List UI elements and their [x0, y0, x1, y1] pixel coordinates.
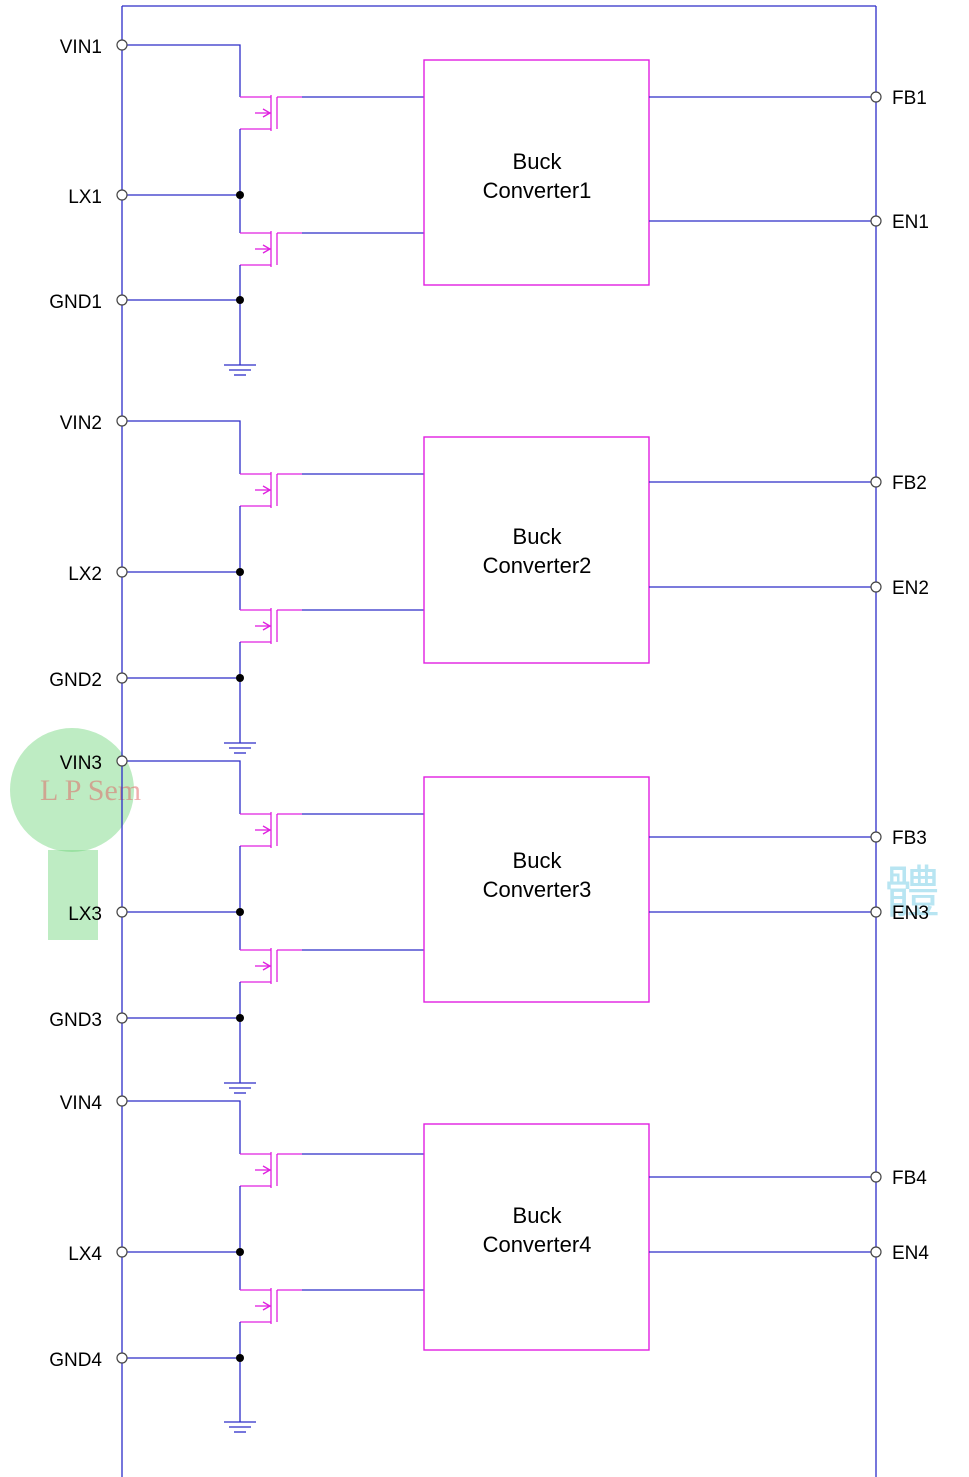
gnd-junction-dot-4: [236, 1354, 244, 1362]
pin-label-gnd2: GND2: [49, 670, 102, 691]
buck-converter-block-2: [423, 436, 650, 664]
pin-label-gnd3: GND3: [49, 1010, 102, 1031]
buck-converter-block-1: [423, 59, 650, 286]
mosfet-low-3-arrow-icon: [262, 961, 272, 971]
pin-gnd2-icon: [116, 672, 128, 684]
converter-channels: BuckConverter1VIN1LX1GND1FB1EN1BuckConve…: [49, 37, 929, 1433]
watermark: L P Sem 體: [10, 728, 940, 940]
pin-label-fb4: FB4: [892, 1168, 927, 1189]
block-label-line1-1: Buck: [513, 149, 563, 174]
pin-lx2-icon: [116, 566, 128, 578]
watermark-logo-text: L P Sem: [40, 774, 141, 807]
pin-label-vin4: VIN4: [60, 1093, 103, 1114]
mosfet-low-4-arrow-icon: [262, 1301, 272, 1311]
pin-gnd1-icon: [116, 294, 128, 306]
pin-label-vin3: VIN3: [60, 753, 102, 774]
pin-en3-icon: [870, 906, 882, 918]
mosfet-high-2-arrow-icon: [262, 485, 272, 495]
watermark-bulb-icon: [10, 728, 134, 852]
buck-converter-block-3: [423, 776, 650, 1003]
pin-label-fb2: FB2: [892, 473, 927, 494]
mosfet-high-1-arrow-icon: [262, 108, 272, 118]
block-label-line1-4: Buck: [513, 1203, 563, 1228]
pin-label-en2: EN2: [892, 578, 929, 599]
buck-converter-block-4: [423, 1123, 650, 1351]
block-label-line2-2: Converter2: [483, 553, 592, 578]
block-label-line1-2: Buck: [513, 524, 563, 549]
pin-lx4-icon: [116, 1246, 128, 1258]
pin-en1-icon: [870, 215, 882, 227]
vin-wire-1: [122, 44, 241, 97]
pin-label-en4: EN4: [892, 1243, 929, 1264]
pin-label-lx1: LX1: [68, 187, 102, 208]
pin-fb2-icon: [870, 476, 882, 488]
pin-gnd4-icon: [116, 1352, 128, 1364]
block-label-line2-4: Converter4: [483, 1232, 592, 1257]
pin-label-en3: EN3: [892, 903, 929, 924]
pin-vin3-icon: [116, 755, 128, 767]
vin-wire-4: [122, 1100, 241, 1154]
lx-junction-dot-4: [236, 1248, 244, 1256]
vin-wire-2: [122, 420, 241, 474]
pin-vin4-icon: [116, 1095, 128, 1107]
pin-vin2-icon: [116, 415, 128, 427]
pin-label-vin1: VIN1: [60, 37, 102, 58]
pin-lx1-icon: [116, 189, 128, 201]
pin-vin1-icon: [116, 39, 128, 51]
gnd-junction-dot-2: [236, 674, 244, 682]
mosfet-low-2-arrow-icon: [262, 621, 272, 631]
pin-fb4-icon: [870, 1171, 882, 1183]
watermark-char: 體: [884, 861, 940, 926]
pin-label-lx2: LX2: [68, 564, 102, 585]
pin-lx3-icon: [116, 906, 128, 918]
gnd-junction-dot-1: [236, 296, 244, 304]
watermark-bulb-base: [48, 850, 98, 940]
pin-label-gnd1: GND1: [49, 292, 102, 313]
pin-label-fb3: FB3: [892, 828, 927, 849]
mosfet-high-3-arrow-icon: [262, 825, 272, 835]
pin-fb3-icon: [870, 831, 882, 843]
pin-en2-icon: [870, 581, 882, 593]
block-label-line1-3: Buck: [513, 848, 563, 873]
pin-gnd3-icon: [116, 1012, 128, 1024]
pin-label-vin2: VIN2: [60, 413, 102, 434]
pin-label-lx4: LX4: [68, 1244, 102, 1265]
pin-label-gnd4: GND4: [49, 1350, 102, 1371]
lx-junction-dot-2: [236, 568, 244, 576]
pin-en4-icon: [870, 1246, 882, 1258]
pin-fb1-icon: [870, 91, 882, 103]
pin-label-en1: EN1: [892, 212, 929, 233]
block-label-line2-3: Converter3: [483, 877, 592, 902]
pin-label-fb1: FB1: [892, 88, 927, 109]
mosfet-high-4-arrow-icon: [262, 1165, 272, 1175]
pin-label-lx3: LX3: [68, 904, 102, 925]
lx-junction-dot-1: [236, 191, 244, 199]
vin-wire-3: [122, 760, 241, 814]
gnd-junction-dot-3: [236, 1014, 244, 1022]
lx-junction-dot-3: [236, 908, 244, 916]
mosfet-low-1-arrow-icon: [262, 244, 272, 254]
block-label-line2-1: Converter1: [483, 178, 592, 203]
